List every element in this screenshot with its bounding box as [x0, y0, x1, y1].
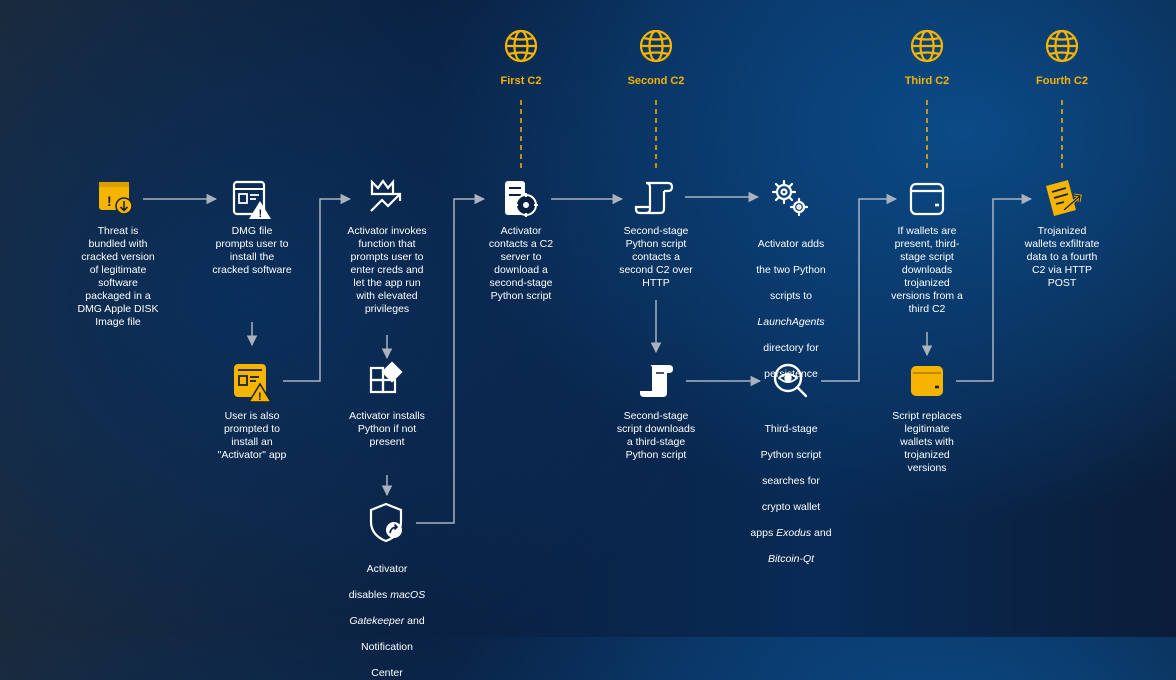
- gatekeeper-line2-em: macOS: [390, 589, 426, 601]
- persistence-line5: directory for: [763, 342, 819, 354]
- gatekeeper-line3-suffix: and: [404, 615, 425, 627]
- step-threat-label: Threat is bundled with cracked version o…: [77, 225, 159, 328]
- globe-icon: [504, 29, 538, 63]
- gatekeeper-line1: Activator: [366, 563, 408, 575]
- third-search-line5-em: Exodus: [776, 527, 812, 539]
- globe-icon: [910, 29, 944, 63]
- third-search-line3: searches for: [762, 475, 820, 487]
- step-replace-label: Script replaces legitimate wallets with …: [892, 410, 962, 474]
- script-scroll-icon: [640, 365, 673, 397]
- third-search-line5-suffix: and: [811, 527, 832, 539]
- wallet-filled-icon: [911, 366, 943, 396]
- gatekeeper-line3-em: Gatekeeper: [349, 615, 405, 627]
- c2-label-third: Third C2: [904, 75, 950, 87]
- connector-replace-to-exfil: [956, 193, 1033, 382]
- persistence-line4-em: LaunchAgents: [757, 316, 825, 328]
- third-search-line5-prefix: apps: [750, 527, 777, 539]
- script-scroll-icon: [634, 181, 674, 215]
- search-eye-icon: [773, 363, 808, 398]
- c2-label-fourth: Fourth C2: [1036, 75, 1088, 87]
- svg-text:!: !: [259, 208, 263, 220]
- gatekeeper-line2-prefix: disables: [348, 589, 391, 601]
- connector-activator-prompt-to-invoke: [283, 193, 352, 382]
- attack-flow-diagram: ! ! !: [99, 29, 1082, 543]
- step-second-stage-label: Second-stage Python script contacts a se…: [619, 225, 693, 289]
- step-dmg-prompt-label: DMG file prompts user to install the cra…: [212, 225, 292, 276]
- third-search-line2: Python script: [760, 449, 822, 461]
- c2-label-first: First C2: [500, 75, 542, 87]
- step-persistence-label: Activator adds the two Python scripts to…: [728, 225, 854, 381]
- gatekeeper-line5: Center: [371, 667, 403, 679]
- data-exfil-icon: [1046, 180, 1082, 216]
- globe-icon: [639, 29, 673, 63]
- third-search-line4: crypto wallet: [761, 501, 821, 513]
- connector-gatekeeper-to-contact-c2: [416, 193, 486, 524]
- persistence-line1: Activator adds: [757, 238, 825, 250]
- svg-text:!: !: [258, 391, 262, 403]
- persistence-line2: the two Python: [756, 264, 826, 276]
- connector-third-search-to-wallets: [821, 193, 898, 382]
- warning-window-icon: !: [234, 364, 273, 403]
- gatekeeper-line4: Notification: [361, 641, 413, 653]
- step-exfil-label: Trojanized wallets exfiltrate data to a …: [1024, 225, 1100, 289]
- globe-icon: [1045, 29, 1079, 63]
- server-target-icon: [505, 181, 538, 217]
- svg-text:!: !: [107, 193, 112, 209]
- crown-arrow-icon: [370, 178, 402, 212]
- step-wallets-present-label: If wallets are present, third- stage scr…: [891, 225, 963, 315]
- shield-arrow-icon: [369, 502, 403, 543]
- persistence-line6: persistence: [764, 368, 818, 380]
- dmg-download-icon: !: [99, 182, 133, 215]
- step-third-search-label: Third-stage Python script searches for c…: [728, 410, 854, 566]
- persistence-line3: scripts to: [769, 290, 812, 302]
- step-contact-c2-label: Activator contacts a C2 server to downlo…: [488, 225, 554, 302]
- third-search-line6-em: Bitcoin-Qt: [767, 553, 815, 565]
- step-gatekeeper-label: Activator disables macOS Gatekeeper and …: [324, 550, 450, 680]
- step-activator-prompt-label: User is also prompted to install an "Act…: [217, 410, 287, 461]
- wallet-outline-icon: [909, 182, 945, 216]
- c2-label-second: Second C2: [627, 75, 685, 87]
- step-invoke-label: Activator invokes function that prompts …: [347, 225, 427, 315]
- gears-icon: [771, 179, 809, 217]
- third-search-line1: Third-stage: [764, 423, 818, 435]
- step-second-downloads-label: Second-stage script downloads a third-st…: [616, 410, 696, 461]
- step-install-python-label: Activator installs Python if not present: [349, 410, 425, 448]
- warning-window-icon: !: [232, 180, 271, 220]
- app-install-icon: [369, 361, 403, 394]
